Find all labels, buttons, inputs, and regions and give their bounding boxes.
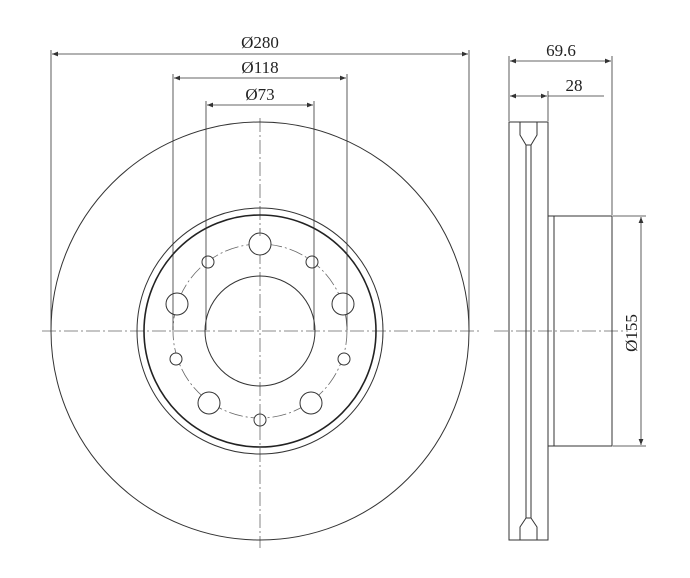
outer-diameter-label: Ø280 (241, 33, 279, 52)
bolt-hole-large (331, 292, 355, 316)
outer-rim-circle (50, 121, 470, 541)
center-bore-circle (204, 275, 316, 387)
vent-line-left (519, 122, 527, 540)
bolt-hole-small (201, 255, 215, 269)
bolt-hole-small (337, 352, 351, 366)
bolt-hole-large (197, 391, 221, 415)
center-bore-label: Ø73 (245, 85, 274, 104)
bolt-hole-large (299, 391, 323, 415)
front-view: Ø280 Ø118 Ø73 (42, 33, 480, 548)
bolt-hole-small (305, 255, 319, 269)
bolt-circle-label: Ø118 (241, 58, 278, 77)
thickness-label: 28 (566, 76, 583, 95)
vent-line-right (530, 122, 538, 540)
bolt-hole-large (248, 232, 272, 256)
total-height-label: 69.6 (546, 41, 576, 60)
side-view: 69.6 28 Ø155 (494, 41, 646, 541)
hat-inner-circle (143, 214, 377, 448)
hat-outline (548, 215, 613, 447)
hat-outer-circle (136, 207, 384, 455)
hat-diameter-label: Ø155 (622, 314, 641, 352)
disc-ring-outline (508, 121, 549, 541)
bolt-hole-large (165, 292, 189, 316)
bolt-hole-small (169, 352, 183, 366)
